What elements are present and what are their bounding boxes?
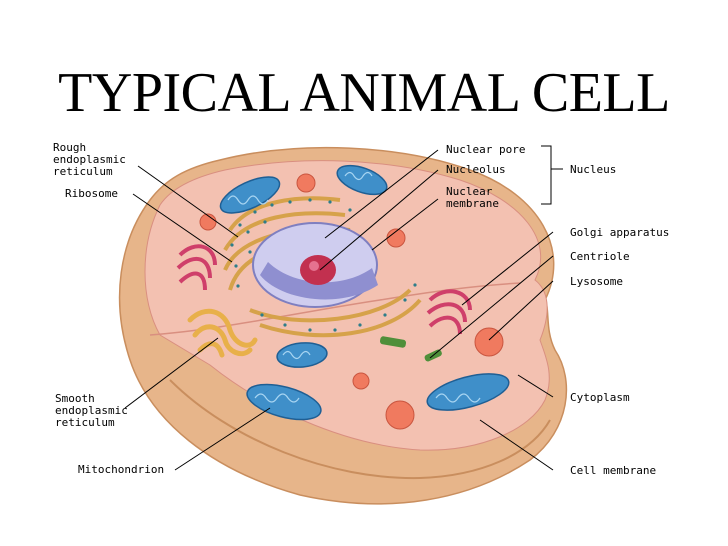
label-rough-er-2: endoplasmic (53, 153, 126, 166)
leader-lines (124, 145, 563, 471)
label-nucleolus: Nucleolus (446, 163, 506, 176)
label-smooth-er-3: reticulum (55, 416, 115, 429)
label-lysosome: Lysosome (570, 275, 623, 288)
label-centriole: Centriole (570, 250, 630, 263)
label-nuclear-membrane-2: membrane (446, 197, 499, 210)
lysosomes (199, 173, 504, 430)
label-cell-membrane: Cell membrane (570, 464, 656, 477)
label-ribosome: Ribosome (65, 187, 118, 200)
label-smooth-er-2: endoplasmic (55, 404, 128, 417)
label-mitochondrion: Mitochondrion (78, 463, 164, 476)
cell-membrane-band (169, 379, 551, 480)
label-cytoplasm: Cytoplasm (570, 391, 630, 404)
label-rough-er-1: Rough (53, 141, 86, 154)
labels: Rough endoplasmic reticulum Ribosome Smo… (53, 141, 669, 477)
mitochondria-cristae (227, 171, 481, 403)
label-nuclear-pore: Nuclear pore (446, 143, 525, 156)
nucleolus (300, 255, 336, 285)
page-title: TYPICAL ANIMAL CELL (58, 62, 670, 124)
label-nucleus: Nucleus (570, 163, 616, 176)
label-golgi: Golgi apparatus (570, 226, 669, 239)
label-nuclear-membrane-1: Nuclear (446, 185, 493, 198)
smooth-er (187, 308, 258, 358)
label-rough-er-3: reticulum (53, 165, 113, 178)
label-smooth-er-1: Smooth (55, 392, 95, 405)
golgi-apparatus (176, 244, 472, 335)
cell-illustration (118, 146, 568, 505)
ribosome-dots (230, 198, 417, 332)
nucleus (252, 222, 378, 308)
